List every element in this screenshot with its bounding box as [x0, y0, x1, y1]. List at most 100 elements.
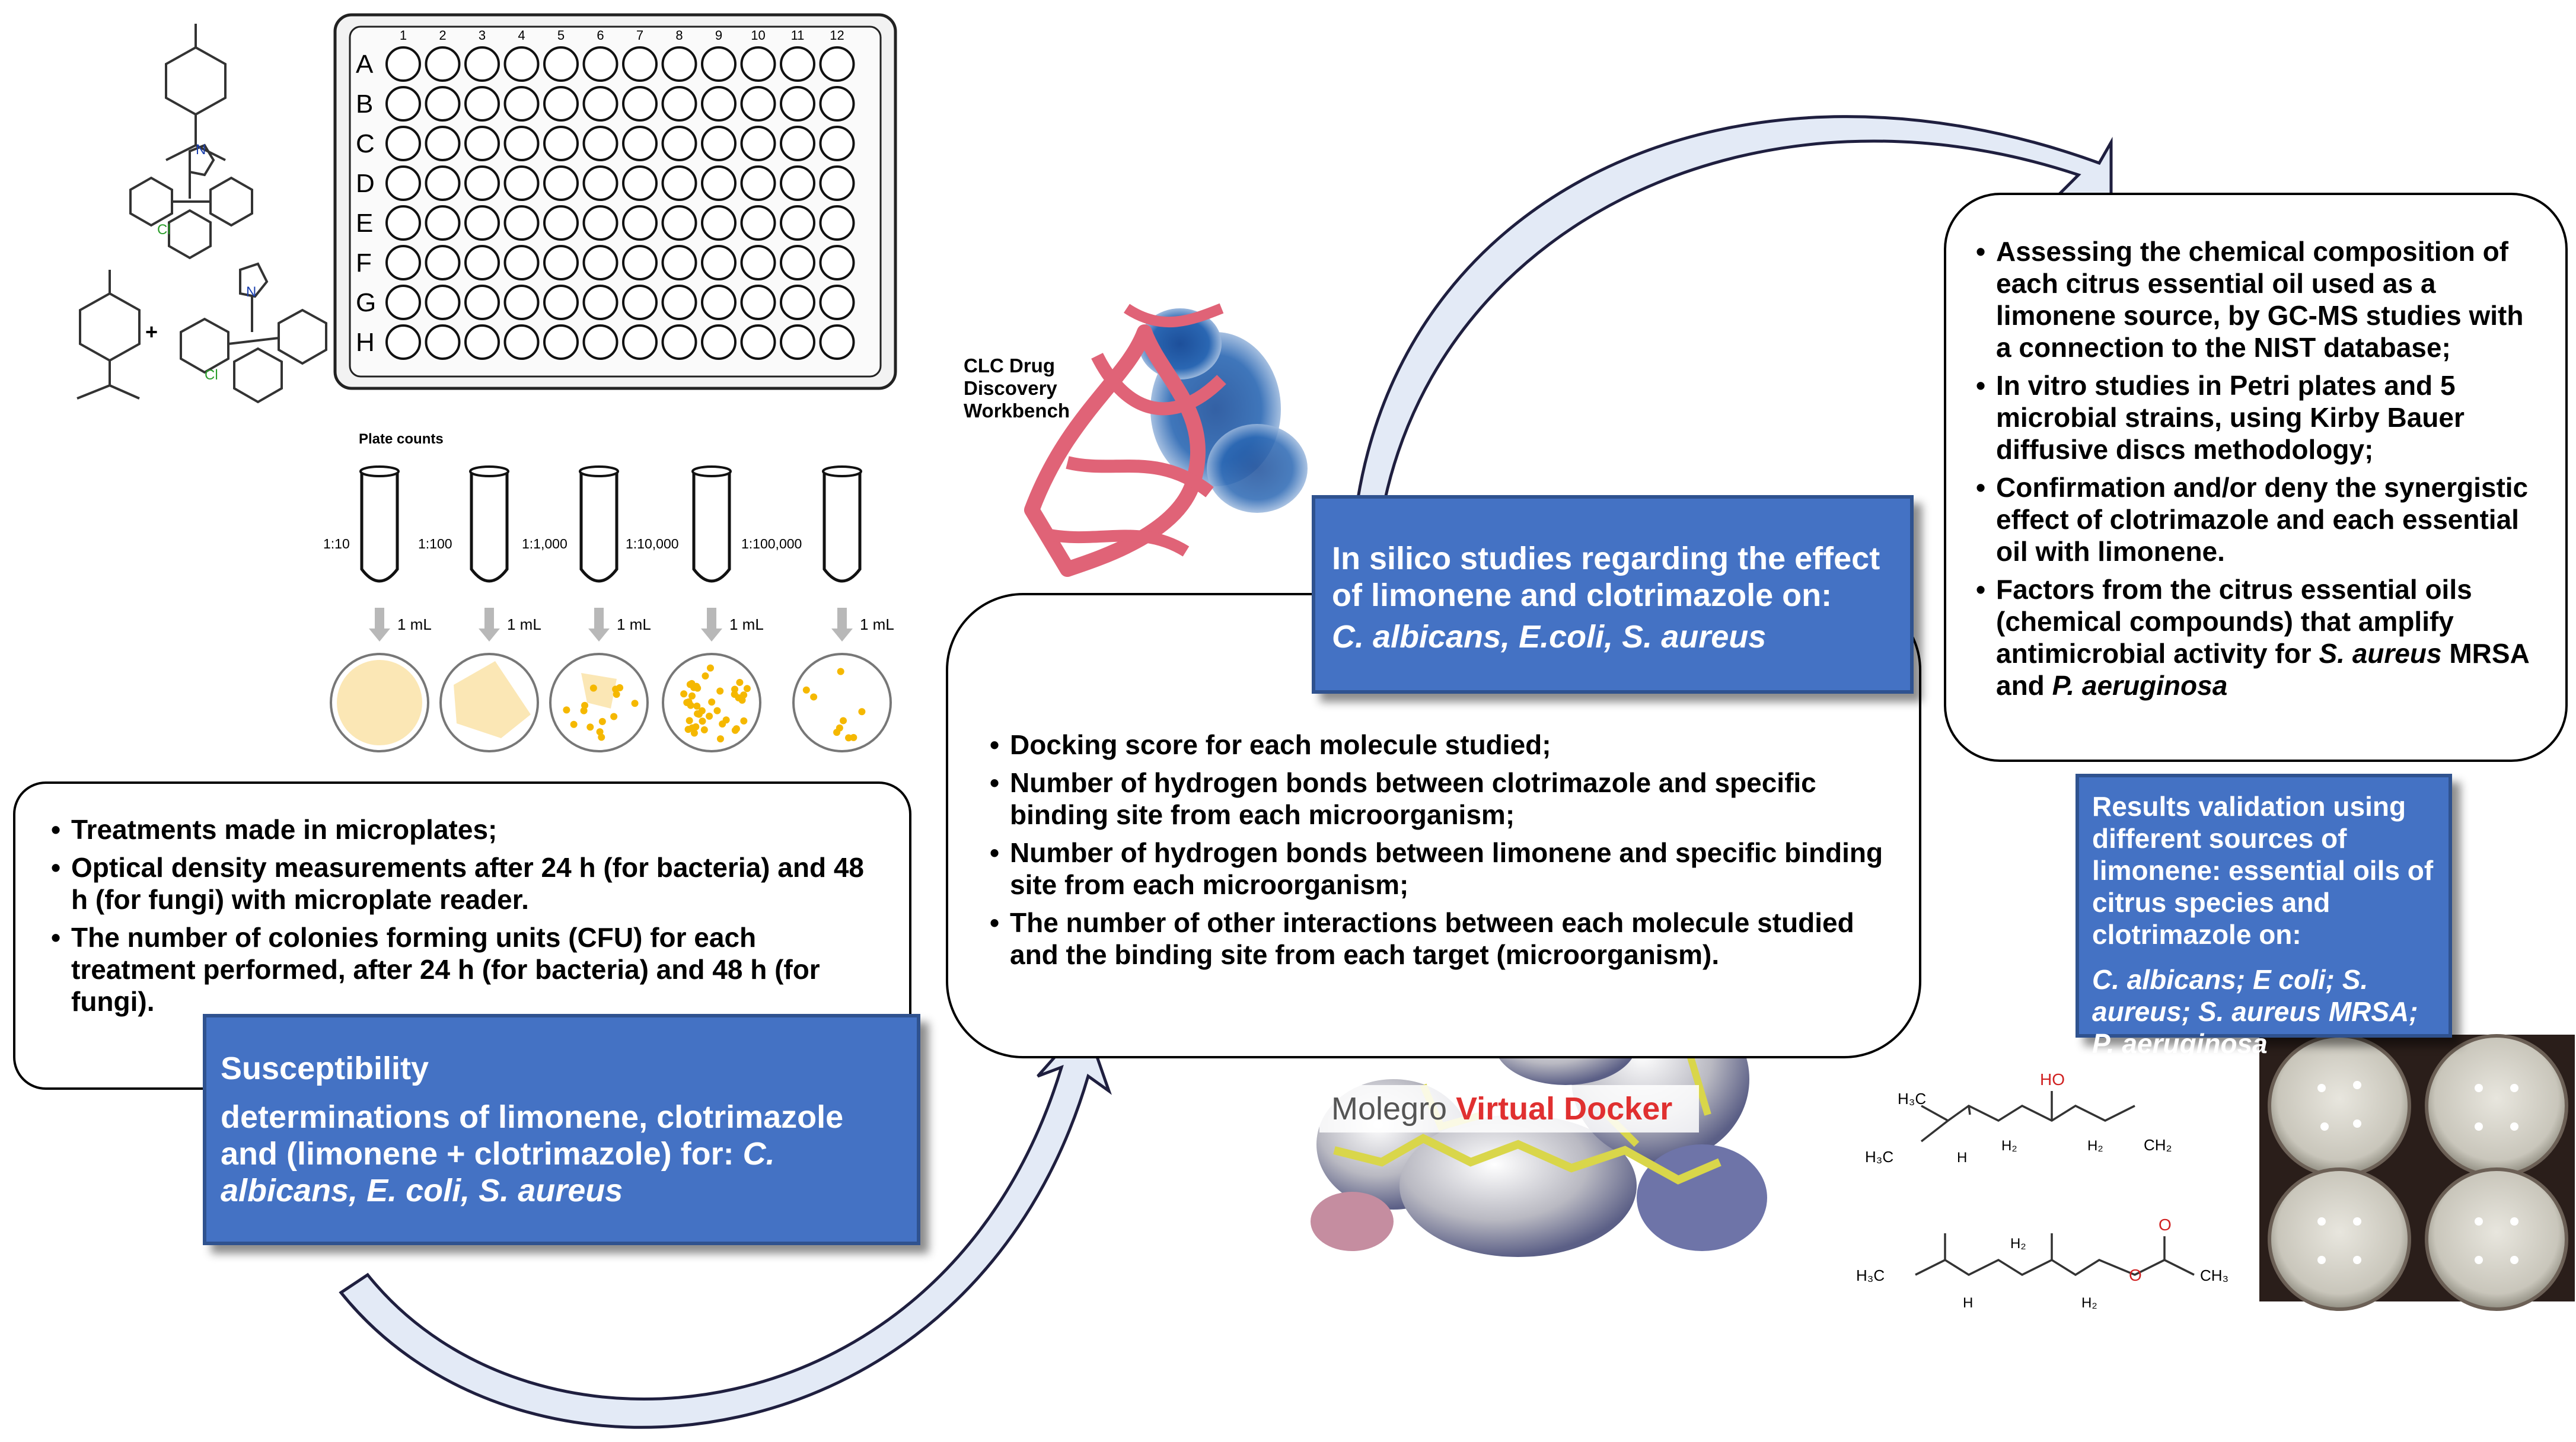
plate-well — [385, 46, 421, 82]
plate-column-label: 8 — [675, 28, 683, 43]
plate-row-label: H — [356, 328, 375, 357]
plate-well — [543, 324, 579, 360]
tube-rim — [469, 465, 509, 477]
plate-well — [582, 126, 619, 161]
colony — [731, 726, 739, 734]
clc-protein-image — [1024, 303, 1308, 577]
dilution-label: 1:1,000 — [522, 536, 568, 551]
chem-label-o: O — [2129, 1266, 2142, 1284]
plate-well — [661, 165, 697, 201]
item-text: Factors from the citrus essential oils (… — [1996, 574, 2472, 669]
plate-well — [819, 285, 855, 320]
plate-well — [385, 86, 421, 122]
item-text: MRSA and — [1996, 638, 2529, 701]
colony — [613, 690, 620, 698]
colony — [598, 733, 605, 741]
colony — [596, 728, 604, 736]
plate-well — [385, 165, 421, 201]
transfer-volume-label: 1 mL — [729, 615, 764, 633]
dilution-tube — [822, 471, 862, 583]
clc-label-line: Workbench — [964, 400, 1070, 422]
colony — [840, 717, 847, 725]
results-organisms: C. albicans; E coli; S. aureus; S. aureu… — [2092, 964, 2418, 1059]
partial-lawn — [581, 673, 617, 709]
plate-well — [622, 165, 658, 201]
transfer-volume-label: 1 mL — [397, 615, 432, 633]
colony — [837, 668, 844, 675]
plate-row-label: F — [356, 248, 372, 277]
colony — [693, 702, 701, 710]
plate-well — [701, 324, 737, 360]
middle-docking-item: The number of other interactions between… — [990, 907, 1883, 971]
colony — [598, 717, 606, 725]
cl-atom-label: Cl — [157, 222, 171, 238]
plate-well — [582, 86, 619, 122]
plate-well — [543, 86, 579, 122]
plate-well — [582, 165, 619, 201]
clc-label-line: CLC Drug — [964, 355, 1055, 377]
transfer-arrow — [831, 608, 853, 642]
middle-docking-item: Docking score for each molecule studied; — [990, 729, 1883, 761]
transfer-volume-label: 1 mL — [617, 615, 651, 633]
cl-atom-label-2: Cl — [205, 367, 218, 383]
colony — [719, 720, 726, 728]
colony — [581, 701, 589, 709]
linalool-structure — [1920, 1091, 2135, 1143]
plate-well — [622, 285, 658, 320]
colony — [858, 708, 866, 716]
dilution-label: 1:100,000 — [741, 536, 802, 551]
colony — [708, 698, 716, 706]
colony — [731, 685, 739, 693]
plate-well — [503, 46, 540, 82]
colony — [586, 723, 594, 731]
plate-well — [661, 46, 697, 82]
plate-well — [464, 324, 500, 360]
plate-well — [622, 324, 658, 360]
plate-row-label: C — [356, 129, 375, 158]
transfer-volume-label: 1 mL — [860, 615, 894, 633]
plate-well — [819, 165, 855, 201]
left-methods-item: The number of colonies forming units (CF… — [51, 921, 873, 1017]
colony — [716, 687, 724, 695]
colony — [688, 692, 696, 700]
susceptibility-organisms: C. albicans, E. coli, S. aureus — [221, 1136, 775, 1208]
colony — [706, 664, 714, 672]
results-validation-box: Results validation using different sourc… — [2076, 774, 2452, 1059]
bottom-curved-arrow — [339, 1020, 1112, 1429]
petri-plates-photo — [2259, 1034, 2575, 1311]
dilution-tube — [360, 471, 399, 583]
plate-well — [701, 86, 737, 122]
chem-label: H₂ — [2087, 1138, 2103, 1154]
dilution-tube — [579, 471, 619, 583]
plate-well — [425, 165, 461, 201]
plate-well — [543, 285, 579, 320]
plate-well — [740, 324, 776, 360]
plate-row-label: B — [356, 90, 373, 119]
dilution-label: 1:10,000 — [626, 536, 679, 551]
plate-well — [425, 126, 461, 161]
clotrimazole-structure — [129, 143, 253, 260]
plate-well — [385, 324, 421, 360]
chem-label: H₃C — [1898, 1090, 1926, 1108]
right-objectives-list: Assessing the chemical composition of ea… — [1976, 235, 2542, 701]
plate-well — [503, 285, 540, 320]
plate-well — [464, 165, 500, 201]
left-methods-list: Treatments made in microplates; Optical … — [51, 813, 873, 1017]
plate-well — [503, 324, 540, 360]
colony — [731, 691, 738, 698]
plate-column-label: 3 — [479, 28, 486, 43]
plate-row-label: G — [356, 288, 376, 317]
plate-well — [661, 285, 697, 320]
colony — [686, 717, 693, 725]
plate-well — [543, 165, 579, 201]
middle-docking-item: Number of hydrogen bonds between clotrim… — [990, 767, 1883, 831]
plate-well — [425, 324, 461, 360]
right-objectives-box: Assessing the chemical composition of ea… — [1944, 193, 2568, 762]
plate-well — [464, 205, 500, 241]
plate-well — [582, 205, 619, 241]
plate-well — [385, 205, 421, 241]
right-objectives-item: Confirmation and/or deny the synergistic… — [1976, 471, 2542, 567]
lawn-growth — [337, 660, 422, 745]
plate-well — [425, 205, 461, 241]
